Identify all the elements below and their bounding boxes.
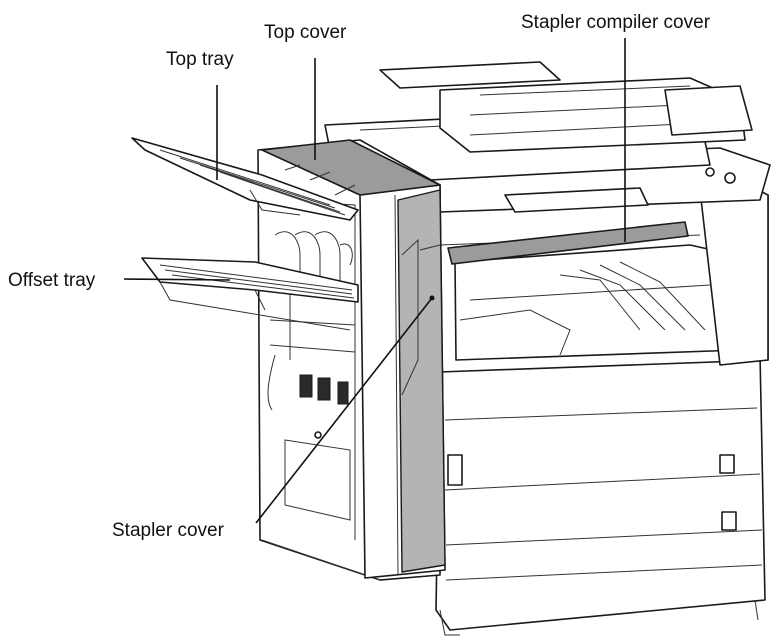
stapler-compiler-cover-label: Stapler compiler cover — [521, 12, 711, 33]
offset-tray-leader — [123, 278, 231, 281]
stapler-cover-label: Stapler cover — [112, 520, 224, 541]
copier-body — [324, 61, 771, 636]
stapler-cover-leader-dot — [429, 295, 435, 301]
top-cover-part — [261, 139, 441, 196]
stapler-compiler-cover-part — [447, 221, 689, 265]
stapler-cover-part — [397, 189, 446, 573]
offset-tray-label: Offset tray — [8, 270, 96, 291]
stapler-cover-leader — [255, 297, 433, 524]
top-tray-label: Top tray — [166, 49, 234, 70]
finisher-unit — [131, 137, 446, 581]
top-cover-label: Top cover — [264, 22, 347, 43]
